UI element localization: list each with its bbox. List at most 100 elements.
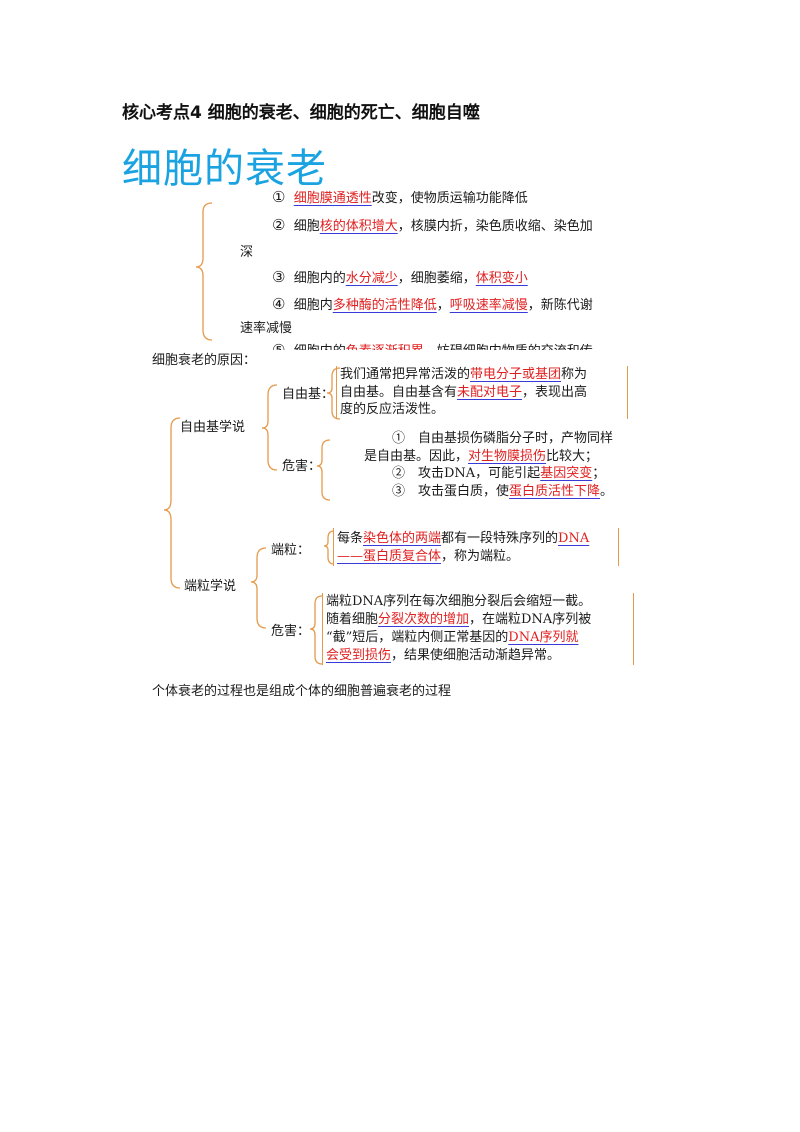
text-segment: ，妨碍细胞内物质的交流和传 <box>424 344 593 350</box>
text-segment: ， <box>436 298 450 313</box>
feature-item-4-cont: 速率减慢 <box>240 321 293 336</box>
feature-text: 细胞内多种酶的活性降低，呼吸速率减慢，新陈代谢 <box>294 298 593 313</box>
telomere-harm-line-1: 端粒DNA序列在每次细胞分裂后会缩短一截。 <box>326 591 591 613</box>
text-segment: 随着细胞 <box>326 612 379 627</box>
free-radical-def-line-1: 我们通常把异常活泼的带电分子或基团称为 <box>340 364 587 386</box>
text-segment: 改变，使物质运输功能降低 <box>371 191 528 206</box>
telomere-harm-label: 危害： <box>271 624 311 639</box>
free-radical-harm-line-4: ③ 攻击蛋白质，使蛋白质活性下降。 <box>392 481 613 503</box>
feature-num: ⑤ <box>272 341 286 350</box>
highlight-text: 会受到损伤 <box>326 648 392 663</box>
highlight-text: 分裂次数的增加 <box>378 612 470 627</box>
free-radical-def-label: 自由基： <box>282 387 335 402</box>
text-segment: 细胞内的 <box>294 344 346 350</box>
page-heading: 核心考点4 细胞的衰老、细胞的死亡、细胞自噬 <box>122 103 480 123</box>
telomere-def-brace <box>323 530 335 565</box>
free-radical-def-box <box>336 366 628 419</box>
highlight-text: DNA序列就 <box>508 630 579 645</box>
causes-brace <box>163 417 181 589</box>
free-radical-brace <box>261 384 278 471</box>
text-segment: ，表现出高 <box>522 385 588 400</box>
text-segment: ，细胞萎缩， <box>397 271 476 286</box>
highlight-text: 基因突变 <box>540 466 593 481</box>
highlight-text: 水分减少 <box>345 271 398 286</box>
highlight-text: 呼吸速率减慢 <box>449 298 528 313</box>
text-segment: 比较大； <box>546 449 599 464</box>
feature-item-2-cont: 深 <box>240 245 254 260</box>
text-segment: ，在端粒DNA序列被 <box>469 612 592 627</box>
text-segment: 细胞内 <box>293 298 333 313</box>
section-title: 细胞的衰老 <box>122 146 327 192</box>
free-radical-def-line-3: 度的反应活泼性。 <box>340 399 444 421</box>
feature-item-3: ③ 细胞内的水分减少，细胞萎缩，体积变小 <box>272 266 528 290</box>
text-segment: 。 <box>600 484 614 499</box>
feature-text: 细胞内的色素逐渐积累，妨碍细胞内物质的交流和传 <box>294 344 593 350</box>
telomere-harm-line-4: 会受到损伤，结果使细胞活动渐趋异常。 <box>326 645 560 667</box>
text-segment: ① 自由基损伤磷脂分子时，产物同样 <box>392 431 614 446</box>
causes-label: 细胞衰老的原因： <box>152 353 257 368</box>
highlight-text: 核的体积增大 <box>319 219 398 234</box>
feature-item-4: ④ 细胞内多种酶的活性降低，呼吸速率减慢，新陈代谢 <box>272 293 593 317</box>
text-segment: ； <box>592 466 606 481</box>
highlight-text: DNA <box>558 531 590 546</box>
telomere-harm-line-3: “截”短后，端粒内侧正常基因的DNA序列就 <box>326 627 578 649</box>
text-segment: 度的反应活泼性。 <box>340 402 445 417</box>
free-radical-harm-line-1: ① 自由基损伤磷脂分子时，产物同样 <box>392 428 613 450</box>
text-segment: 细胞 <box>293 219 320 234</box>
text-segment: ，新陈代谢 <box>527 298 593 313</box>
free-radical-harm-label: 危害： <box>282 459 322 474</box>
feature-item-1: ① 细胞膜通透性改变，使物质运输功能降低 <box>272 186 528 210</box>
text-segment: 称为 <box>561 367 588 382</box>
features-brace <box>195 202 213 341</box>
text-segment: ② 攻击DNA，可能引起 <box>392 466 541 481</box>
telomere-label: 端粒学说 <box>184 579 237 594</box>
feature-num: ③ <box>272 268 286 286</box>
telomere-def-line-1: 每条染色体的两端都有一段特殊序列的DNA <box>337 528 589 550</box>
highlight-text: 多种酶的活性降低 <box>332 298 437 313</box>
telomere-harm-box <box>322 593 634 665</box>
free-radical-harm-line-2: 是自由基。因此，对生物膜损伤比较大； <box>364 446 598 468</box>
free-radical-def-brace <box>326 367 341 420</box>
highlight-text: 体积变小 <box>475 271 528 286</box>
text-segment: 都有一段特殊序列的 <box>441 531 559 546</box>
free-radical-def-line-2: 自由基。自由基含有未配对电子，表现出高 <box>340 382 587 404</box>
text-segment: “截”短后，端粒内侧正常基因的 <box>326 630 509 645</box>
free-radical-harm-brace <box>316 439 331 501</box>
features-list: ① 细胞膜通透性改变，使物质运输功能降低 ② 细胞核的体积增大，核膜内折，染色质… <box>240 186 640 350</box>
feature-num: ④ <box>272 295 286 313</box>
highlight-text: 蛋白质活性下降 <box>509 484 601 499</box>
telomere-harm-line-2: 随着细胞分裂次数的增加，在端粒DNA序列被 <box>326 609 591 631</box>
feature-item-5: ⑤ 细胞内的色素逐渐积累，妨碍细胞内物质的交流和传 <box>272 339 593 350</box>
text-segment: 端粒DNA序列在每次细胞分裂后会缩短一截。 <box>326 594 592 609</box>
text-segment: 是自由基。因此， <box>364 449 469 464</box>
highlight-text: 带电分子或基团 <box>470 367 562 382</box>
highlight-text: 染色体的两端 <box>363 531 442 546</box>
text-segment: 我们通常把异常活泼的 <box>340 367 471 382</box>
feature-text: 细胞膜通透性改变，使物质运输功能降低 <box>294 191 528 206</box>
feature-item-2: ② 细胞核的体积增大，核膜内折，染色质收缩、染色加 <box>272 214 593 238</box>
free-radical-label: 自由基学说 <box>180 420 246 435</box>
text-segment: 自由基。自由基含有 <box>340 385 458 400</box>
text-segment: 细胞内的 <box>293 271 346 286</box>
telomere-def-box <box>333 528 619 566</box>
feature-num: ② <box>272 216 286 234</box>
text-segment: ③ 攻击蛋白质，使 <box>392 484 510 499</box>
highlight-text: 细胞膜通透性 <box>293 191 372 206</box>
text-segment: ，称为端粒。 <box>441 549 520 564</box>
feature-text: 细胞内的水分减少，细胞萎缩，体积变小 <box>294 271 528 286</box>
free-radical-harm-line-3: ② 攻击DNA，可能引起基因突变； <box>392 463 605 485</box>
text-segment: ，核膜内折，染色质收缩、染色加 <box>397 219 593 234</box>
telomere-harm-brace <box>309 595 323 665</box>
telomere-brace <box>250 547 267 629</box>
text-segment: ，结果使细胞活动渐趋异常。 <box>391 648 561 663</box>
telomere-def-line-2: ——蛋白质复合体，称为端粒。 <box>337 546 519 568</box>
telomere-def-label: 端粒： <box>271 543 311 558</box>
text-segment: 每条 <box>337 531 364 546</box>
feature-text: 细胞核的体积增大，核膜内折，染色质收缩、染色加 <box>294 219 593 234</box>
feature-num: ① <box>272 188 286 206</box>
highlight-text: 对生物膜损伤 <box>468 449 547 464</box>
highlight-text: 未配对电子 <box>457 385 523 400</box>
highlight-text: ——蛋白质复合体 <box>337 549 442 564</box>
highlight-text: 色素逐渐积累 <box>346 344 424 350</box>
